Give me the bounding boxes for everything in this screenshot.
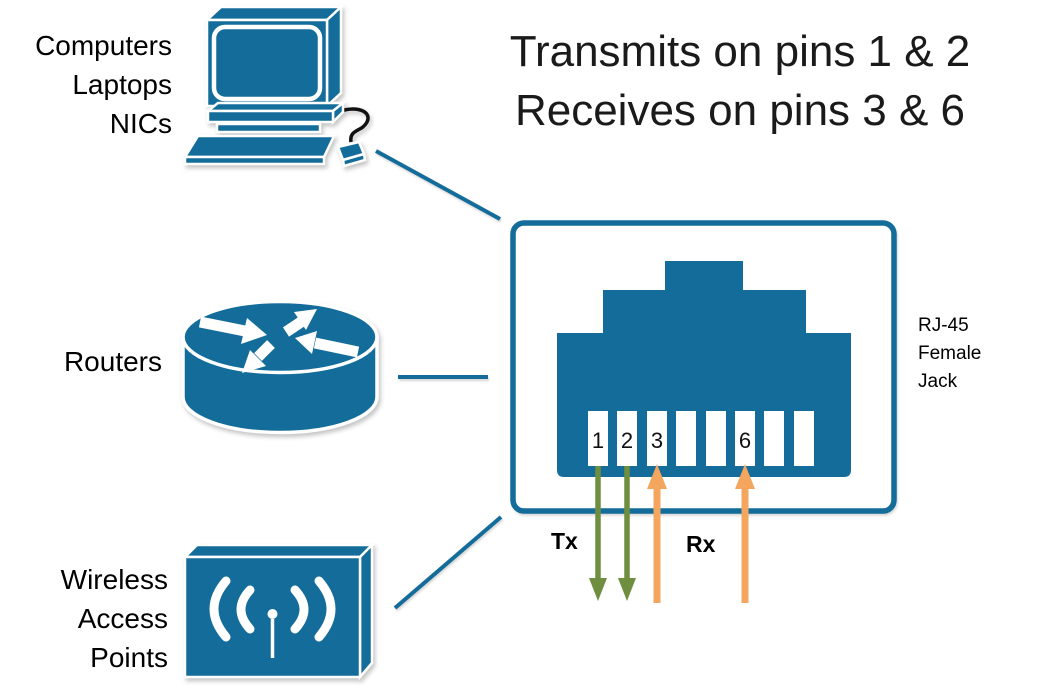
mouse-side: [341, 152, 367, 168]
router-arrows: [198, 309, 360, 373]
rx-arrow-pin6: [735, 464, 755, 603]
diagram-title: Transmits on pins 1 & 2 Receives on pins…: [440, 22, 1040, 140]
monitor-front: [205, 18, 329, 108]
label-rj45-female-jack: RJ-45 Female Jack: [918, 312, 1018, 396]
wap-side-face: [358, 541, 374, 681]
label-computers-line-2: Laptops: [72, 69, 172, 100]
label-jack-line-2: Female: [918, 343, 982, 364]
rx-arrow-pin3: [647, 464, 667, 603]
label-computers-line-3: NICs: [109, 108, 172, 139]
pin-slot-8: [794, 411, 814, 466]
pin-number-6: 6: [739, 428, 751, 453]
tx-arrow-pin2: [618, 466, 636, 601]
mouse-cable: [328, 107, 370, 143]
monitor-side-face: [325, 4, 343, 109]
title-line-1: Transmits on pins 1 & 2: [509, 27, 971, 76]
wireless-access-point-icon: [181, 541, 376, 681]
router-icon: [181, 299, 379, 435]
connector-wap-to-jack: [393, 515, 503, 610]
rj45-female-jack-icon: 1 2 3 6: [510, 220, 897, 514]
label-jack-line-1: RJ-45: [918, 315, 969, 336]
desktop-computer-icon: [182, 4, 370, 168]
label-routers: Routers: [63, 346, 162, 377]
label-wireless-line-3: Points: [90, 642, 168, 673]
system-unit-bar: [215, 122, 322, 134]
pin-slot-2: [617, 411, 637, 466]
pin-slot-4: [676, 411, 696, 466]
wap-top-face: [181, 543, 376, 559]
label-rx: Rx: [686, 531, 716, 557]
desk-shelf-front: [206, 109, 335, 124]
jack-pin-numbers: 1 2 3 6: [592, 428, 751, 453]
keyboard-top: [182, 134, 336, 159]
tx-arrow-pin1: [589, 466, 607, 601]
pin-number-1: 1: [592, 428, 604, 453]
keyboard-front: [183, 155, 326, 166]
label-wireless-line-2: Access: [77, 603, 168, 634]
label-jack-line-3: Jack: [918, 371, 958, 392]
tx-arrows: [589, 466, 636, 601]
pin-slot-7: [764, 411, 784, 466]
pin-slot-5: [706, 411, 726, 466]
connector-lines: [375, 149, 503, 610]
pin-number-3: 3: [651, 428, 663, 453]
rx-arrows: [647, 464, 755, 603]
label-tx: Tx: [551, 528, 578, 554]
monitor-screen: [211, 24, 323, 102]
jack-pin-slots: [588, 411, 814, 466]
monitor-top-face: [203, 5, 345, 22]
pin-number-2: 2: [621, 428, 633, 453]
label-computers-line-1: Computers: [35, 30, 172, 61]
connector-computer-to-jack: [375, 149, 501, 221]
pin-slot-1: [588, 411, 608, 466]
pin-slot-6: [735, 411, 755, 466]
pin-slot-3: [647, 411, 667, 466]
router-top: [181, 299, 379, 375]
label-computers: Computers Laptops NICs: [10, 26, 172, 143]
title-line-2: Receives on pins 3 & 6: [514, 86, 966, 135]
wap-wave-symbol: [209, 576, 336, 658]
label-wireless-access-points: Wireless Access Points: [8, 560, 168, 677]
label-wireless-line-1: Wireless: [60, 564, 168, 595]
